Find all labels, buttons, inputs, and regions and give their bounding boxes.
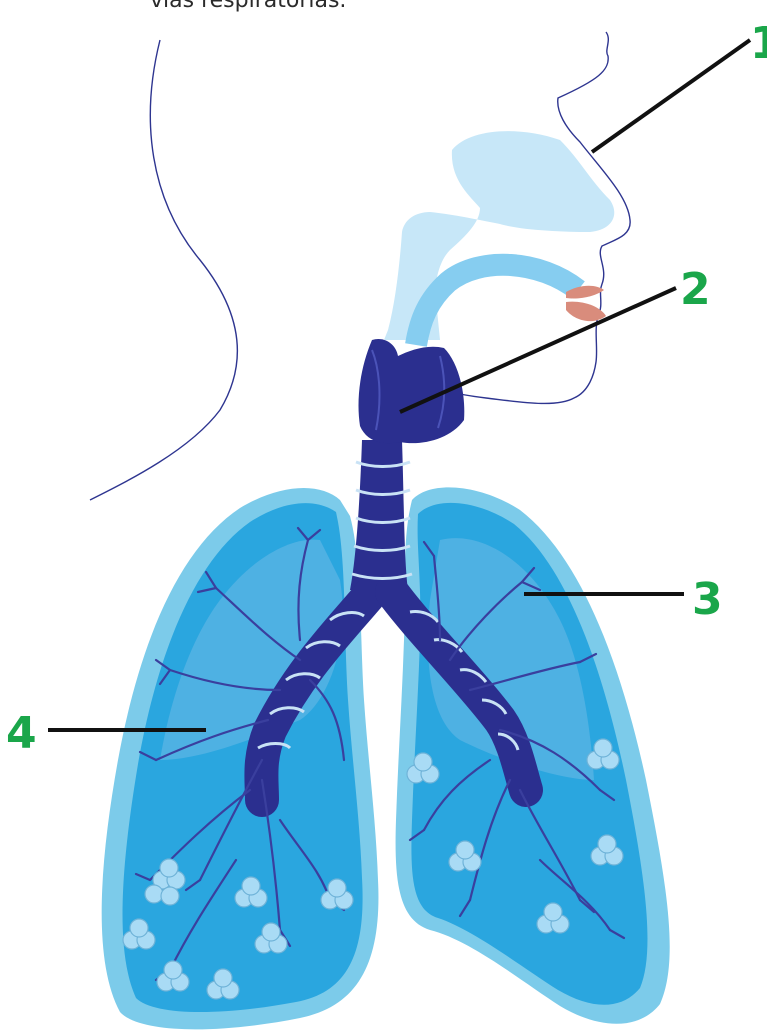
leader-line-1 [592,40,750,152]
callout-4: 4 [6,708,37,759]
callout-2: 2 [680,264,711,315]
head-profile-line [90,40,237,500]
callout-1: 1 [750,18,767,69]
callout-3: 3 [692,574,723,625]
pharynx-tube [416,265,578,345]
